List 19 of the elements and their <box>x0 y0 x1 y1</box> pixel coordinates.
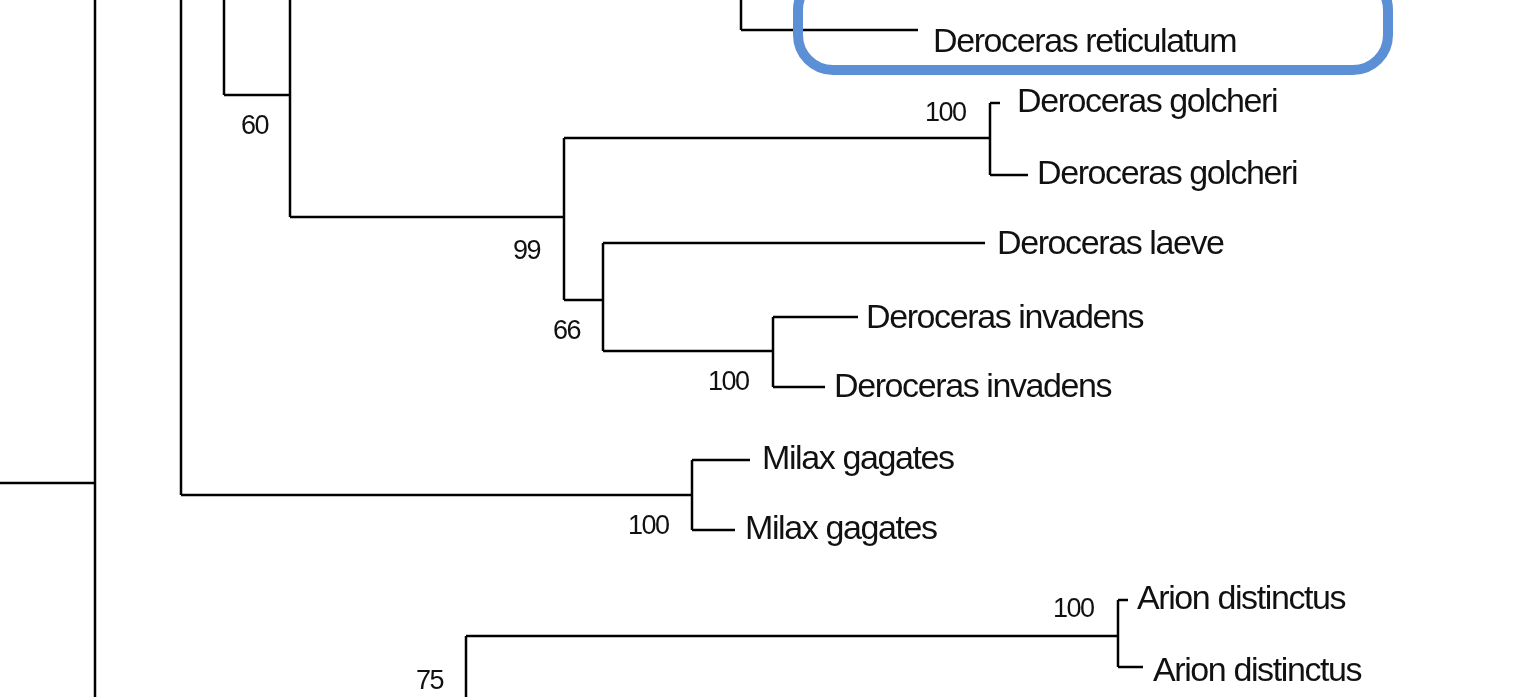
taxon-label: Arion distinctus <box>1153 652 1362 686</box>
bootstrap-value: 99 <box>513 236 541 264</box>
taxon-label: Deroceras laeve <box>997 225 1224 259</box>
highlight-box <box>793 0 1393 75</box>
bootstrap-value: 60 <box>241 111 269 139</box>
taxon-label: Deroceras invadens <box>866 299 1144 333</box>
taxon-label: Deroceras golcheri <box>1017 83 1278 117</box>
taxon-label: Arion distinctus <box>1137 580 1346 614</box>
bootstrap-value: 100 <box>708 367 749 395</box>
taxon-label: Milax gagates <box>762 440 954 474</box>
bootstrap-value: 100 <box>628 511 669 539</box>
bootstrap-value: 75 <box>416 666 444 694</box>
bootstrap-value: 100 <box>925 98 966 126</box>
taxon-label: Deroceras invadens <box>834 368 1112 402</box>
taxon-label: Deroceras golcheri <box>1037 155 1298 189</box>
taxon-label: Deroceras reticulatum <box>933 23 1237 57</box>
taxon-label: Milax gagates <box>745 510 937 544</box>
bootstrap-value: 100 <box>1053 594 1094 622</box>
bootstrap-value: 66 <box>553 316 581 344</box>
